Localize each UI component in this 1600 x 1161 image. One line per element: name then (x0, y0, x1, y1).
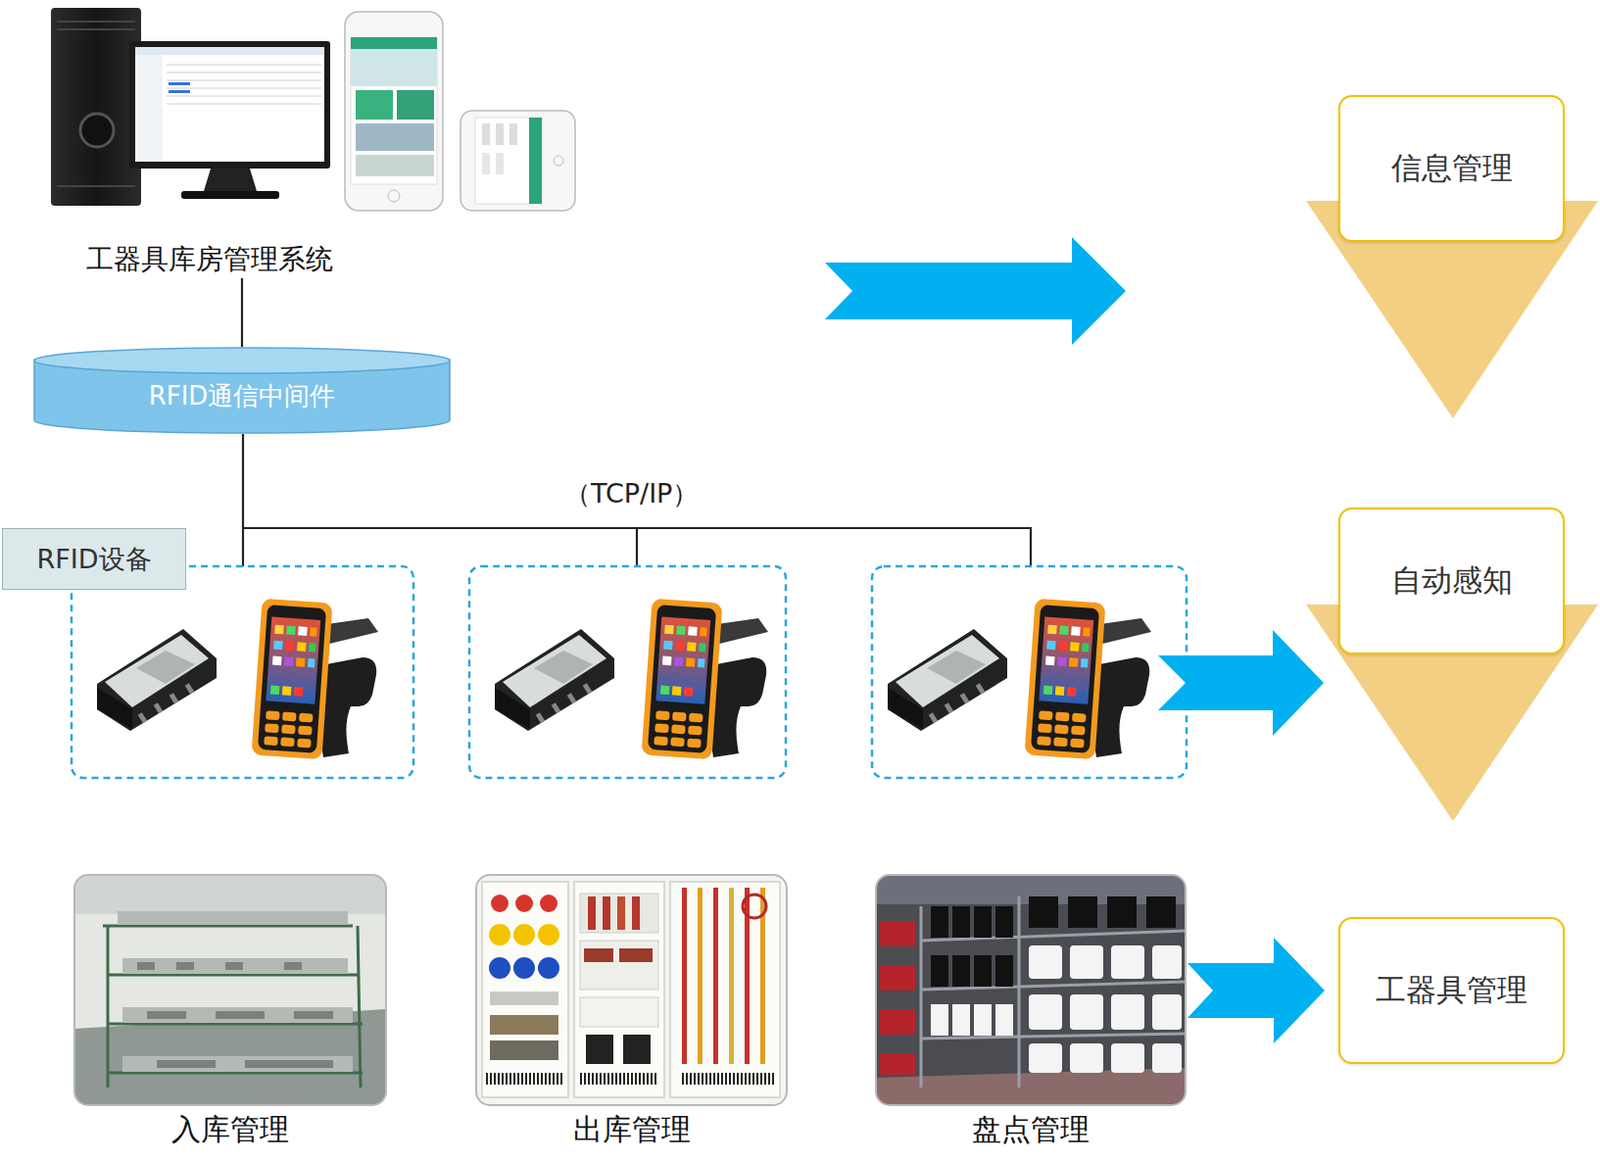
level-box: 信息管理 (1338, 95, 1565, 243)
warehouse-photo (74, 874, 387, 1106)
node-text: 工器具库房管理系统 (86, 242, 334, 277)
level-box: 自动感知 (1338, 507, 1565, 655)
scene-node: 出库管理 (476, 874, 787, 1155)
flow-arrow (824, 237, 1126, 345)
system-node: 工器具库房管理系统 (50, 4, 436, 277)
protocol-label: （TCP/IP） (560, 476, 703, 512)
device-group (71, 566, 1187, 778)
node-text: 自动感知 (1391, 560, 1513, 602)
computer-illustration (50, 7, 576, 211)
flow-arrow (1158, 630, 1324, 736)
node-text: 盘点管理 (971, 1113, 1090, 1147)
scene-node: 盘点管理 (875, 874, 1186, 1155)
node-text: 出库管理 (573, 1113, 691, 1147)
level-box: 工器具管理 (1338, 917, 1565, 1065)
node-text: 入库管理 (171, 1113, 290, 1147)
scene-node: 入库管理 (74, 874, 387, 1155)
node-text: 工器具管理 (1375, 969, 1528, 1012)
flow-arrow (1187, 937, 1325, 1044)
network-wire (242, 434, 1031, 567)
middleware-cylinder: RFID通信中间件 (33, 346, 451, 435)
node-text: RFID通信中间件 (148, 379, 337, 414)
rack-photo (875, 874, 1186, 1106)
connector-line (241, 278, 243, 347)
cabinet-photo (476, 874, 787, 1106)
node-text: 信息管理 (1391, 147, 1513, 190)
rfid-devices (96, 598, 1152, 761)
node-text: RFID设备 (36, 541, 151, 578)
device-tab: RFID设备 (1, 528, 187, 590)
